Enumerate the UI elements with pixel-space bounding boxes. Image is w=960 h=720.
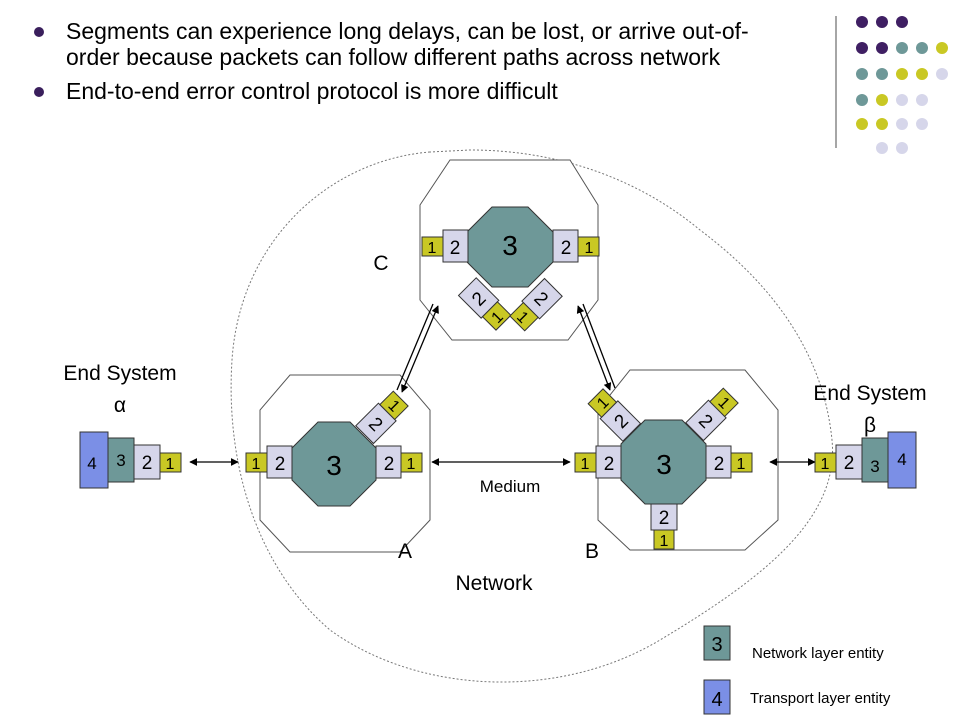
bullet-dot [34,27,44,37]
node-b-layer2: 2 [714,454,725,475]
bullet-text: End-to-end error control protocol is mor… [66,78,558,104]
beta-layer4: 4 [897,450,906,469]
node-b-layer1: 1 [581,456,590,473]
node-c-layer2: 2 [561,238,572,259]
node-b-layer2: 2 [659,508,670,529]
medium-label: Medium [480,477,540,496]
legend-transport-entity-icon: 4 [711,689,722,711]
bullet-list: Segments can experience long delays, can… [30,18,750,112]
node-b-layer3: 3 [656,449,672,480]
beta-layer2: 2 [844,453,855,474]
alpha-layer4: 4 [87,454,96,473]
node-c-layer2: 2 [450,238,461,259]
bullet-item: Segments can experience long delays, can… [30,18,750,70]
node-c-layer1: 1 [428,240,437,257]
alpha-layer2: 2 [142,453,153,474]
bullet-text: Segments can experience long delays, can… [66,18,749,70]
node-a-layer1: 1 [252,456,261,473]
link-a-c-double [396,303,434,391]
network-label: Network [455,572,533,595]
legend-transport-entity-label: Transport layer entity [750,690,891,707]
legend-network-entity-icon: 3 [711,634,722,656]
beta-layer3: 3 [870,457,879,476]
beta-layer1: 1 [821,456,830,473]
node-c-layer3: 3 [502,230,518,261]
node-a-layer3: 3 [326,450,342,481]
network-cloud [230,149,834,683]
alpha-layer1: 1 [166,456,175,473]
legend-network-entity-label: Network layer entity [752,645,884,662]
node-b-layer2: 2 [604,454,615,475]
node-a-layer2: 2 [275,454,286,475]
bullet-dot [34,87,44,97]
link-a-c [401,305,439,393]
bullet-item: End-to-end error control protocol is mor… [30,78,750,104]
node-a-layer1: 1 [407,456,416,473]
node-c-label: C [373,252,388,275]
alpha-layer3: 3 [116,451,125,470]
node-a-layer2: 2 [384,454,395,475]
decorative-dot-grid [835,16,948,154]
node-b-layer1: 1 [737,456,746,473]
node-b-label: B [585,540,599,563]
node-a-label: A [398,540,412,563]
node-c-layer1: 1 [585,240,594,257]
link-c-b-double [582,303,616,389]
node-b-layer1: 1 [660,533,669,550]
link-c-b [576,305,612,391]
